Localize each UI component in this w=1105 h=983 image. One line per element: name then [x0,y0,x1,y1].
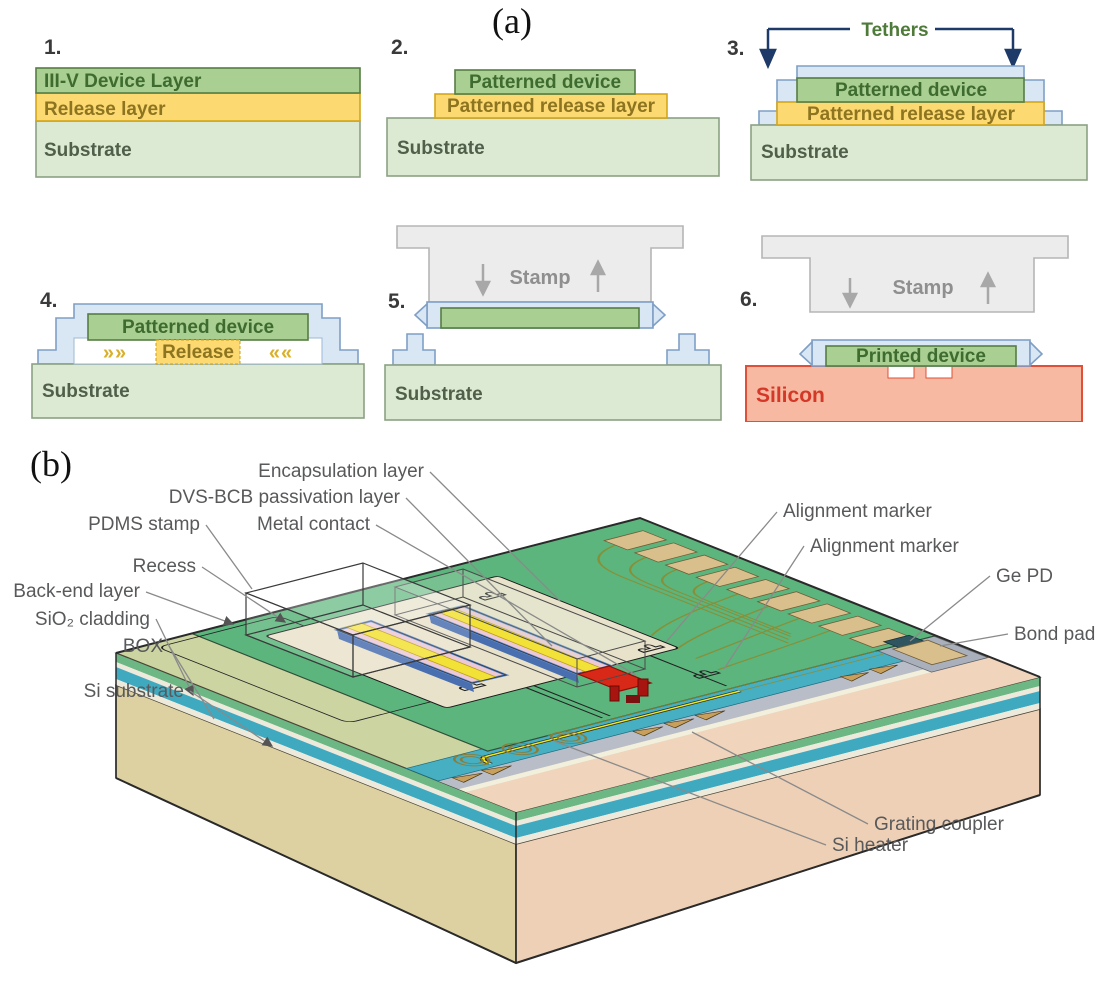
broken-tether-wing [652,302,667,328]
broken-tether-wing [413,302,428,328]
ring-resonators [452,731,588,767]
release-label: Patterned release layer [807,104,1016,125]
release-remnant [155,339,241,365]
substrate-layer [386,117,720,177]
silicon-label: Silicon [756,384,825,407]
stamp-up-arrow-icon [979,271,997,304]
output-bond-pad [891,639,969,666]
si-substrate-label: Si substrate [84,681,184,702]
chip-edges [115,516,1041,965]
stamp-shape [761,235,1069,313]
printed-device [825,345,1017,367]
step-number: 6. [740,288,758,311]
metal-contact-label: Metal contact [257,514,371,535]
stamp-down-arrow-icon [474,264,492,297]
callout-labels: Encapsulation layer DVS-BCB passivation … [13,461,1095,856]
pdms-stamp-label: PDMS stamp [88,514,200,535]
encapsulation-layer-label: Encapsulation layer [258,461,424,482]
step-number: 5. [388,290,406,313]
stamp-up-arrow-icon [589,259,607,292]
bond-pad-row [602,530,914,648]
dvs-bcb-label: DVS-BCB passivation layer [169,487,401,508]
waveguide-trenches [525,655,728,719]
substrate-layer [35,120,361,178]
front-printed-device [333,619,510,692]
step-6-diagram: 6. Stamp Printed device Silicon [740,235,1083,422]
sio2-cladding-label: SiO₂ cladding [35,609,150,630]
broken-tether-wing [1029,340,1044,367]
substrate-layer [750,124,1088,181]
callout-leaders [145,471,1009,846]
stamp-label: Stamp [509,267,570,289]
step-number: 1. [44,36,62,59]
device-label: Patterned device [122,317,274,338]
ge-pd-label: Ge PD [996,566,1053,587]
si-substrate-faces [115,653,1041,965]
step-number: 4. [40,289,58,312]
step-1-diagram: 1. III-V Device Layer Release layer Subs… [35,36,361,178]
bond-pad-label: Bond pad [1014,624,1095,645]
picked-device [440,307,640,329]
tether-stub [666,333,710,366]
grating-couplers [451,664,899,783]
metal-contact-red [576,665,653,703]
substrate-label: Substrate [42,381,130,402]
tether-arrow-icon [759,27,850,70]
release-label: Release [162,342,234,363]
etch-chevrons-icon: »» [103,342,127,364]
panel-b-title: (b) [30,444,72,484]
patterned-device-layer [796,77,1025,103]
substrate-label: Substrate [44,140,132,161]
back-end-layer-label: Back-end layer [13,581,140,602]
step-5-diagram: 5. Stamp Substrate [384,225,722,421]
printed-device-label: Printed device [856,346,986,367]
stamp-down-arrow-icon [841,278,859,309]
grating-coupler-label: Grating coupler [874,814,1005,835]
box-label: BOX [123,636,163,657]
exposed-substrate-top [465,657,1040,813]
recess-label: Recess [133,556,196,577]
device-label: Patterned device [835,80,987,101]
tether-stub [392,333,436,366]
step-2-diagram: 2. Patterned device Patterned release la… [386,36,720,177]
chip-top-face [114,517,1042,813]
stamp-label: Stamp [892,277,953,299]
tether-arrow-icon [935,27,1022,70]
panel-a-title: (a) [492,1,532,41]
patterned-device-layer [454,69,636,95]
release-layer-label: Release layer [44,99,166,120]
substrate-label: Substrate [395,384,483,405]
step-4-diagram: 4. Patterned device Release »» «« Substr… [31,289,365,419]
step-3-diagram: 3. Tethers Patterned device Patterned re… [727,20,1088,181]
step-number: 3. [727,37,745,60]
device-label: Patterned device [469,72,621,93]
step-number: 2. [391,36,409,59]
device-layer [35,67,361,94]
substrate-layer [31,363,365,419]
etch-chevrons-icon: «« [269,342,293,364]
tethers-label: Tethers [861,20,928,41]
si-heater-label: Si heater [832,835,909,856]
chip-3d-schematic: Encapsulation layer DVS-BCB passivation … [13,461,1095,965]
stamp-shape [396,225,684,303]
broken-tether-wing [798,340,813,367]
patterned-device-layer [87,313,309,341]
release-label: Patterned release layer [447,96,656,117]
silicon-recess-notch [887,365,915,379]
substrate-layer [384,364,722,421]
silicon-recess-notch [925,365,953,379]
substrate-label: Substrate [761,142,849,163]
device-layer-label: III-V Device Layer [44,71,202,92]
si-heater [479,690,742,765]
substrate-label: Substrate [397,138,485,159]
alignment-marker-label-1: Alignment marker [783,501,933,522]
alignment-marker-label-2: Alignment marker [810,536,960,557]
